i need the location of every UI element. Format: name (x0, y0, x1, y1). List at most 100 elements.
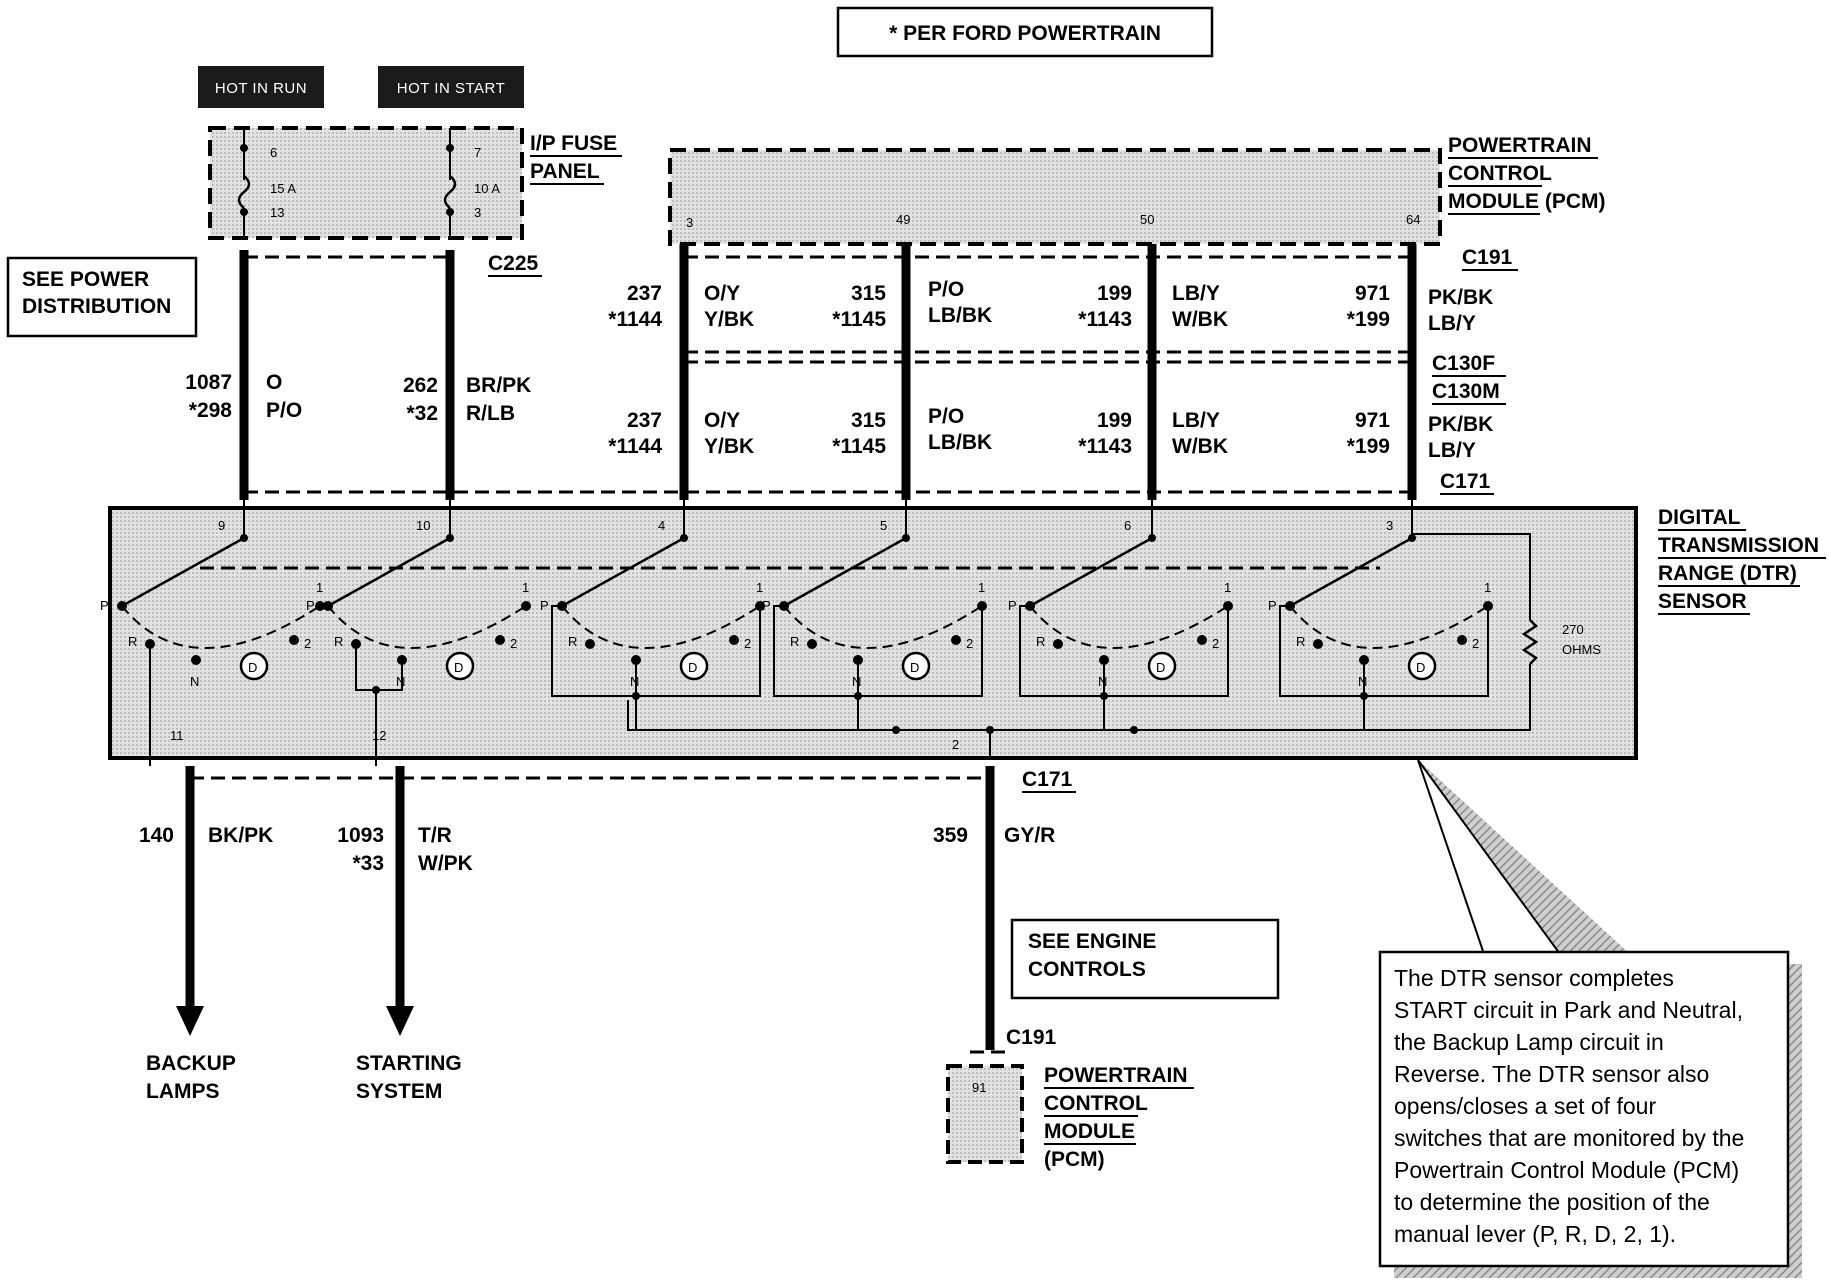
drive-contact (445, 651, 475, 681)
svg-text:O/Y: O/Y (704, 409, 740, 432)
bottom-wire-1093: 1093 *33 T/R W/PK STARTING SYSTEM (337, 766, 473, 1103)
dtr-sensor-box (108, 506, 1638, 760)
svg-text:237: 237 (627, 409, 662, 432)
svg-text:CONTROLS: CONTROLS (1028, 958, 1146, 981)
position-label: 1 (756, 580, 763, 595)
svg-text:*1145: *1145 (832, 435, 886, 458)
hot-in-run-tag: HOT IN RUN (198, 66, 324, 108)
switch-contact (315, 601, 325, 611)
pcm-top-title-3: MODULE (PCM) (1448, 190, 1606, 213)
svg-text:140: 140 (139, 824, 174, 847)
switch-arm (121, 536, 245, 608)
note-line-7: Powertrain Control Module (PCM) (1394, 1157, 1739, 1183)
dtr-title-3: RANGE (DTR) (1658, 562, 1797, 585)
position-label: P (540, 598, 549, 613)
fuse-wire-262: 262 *32 BR/PK R/LB (403, 250, 531, 500)
position-label: N (630, 674, 639, 689)
svg-text:237: 237 (627, 282, 662, 305)
position-label: 1 (978, 580, 985, 595)
fuse-panel-title-1: I/P FUSE (530, 132, 617, 155)
position-label: N (1098, 674, 1107, 689)
switch-contact (1457, 635, 1467, 645)
dtr-pin-6: 6 (1124, 518, 1131, 533)
position-label: R (1296, 634, 1305, 649)
hot-in-start-tag: HOT IN START (378, 66, 524, 108)
svg-text:W/BK: W/BK (1172, 308, 1228, 331)
svg-text:HOT IN RUN: HOT IN RUN (215, 80, 307, 97)
position-label: P (1268, 598, 1277, 613)
pcm-top-title-2: CONTROL (1448, 162, 1552, 185)
svg-text:W/PK: W/PK (418, 852, 473, 875)
svg-text:13: 13 (270, 205, 284, 220)
svg-text:7: 7 (474, 145, 481, 160)
svg-text:*199: *199 (1347, 435, 1390, 458)
svg-text:6: 6 (270, 145, 277, 160)
svg-text:*1143: *1143 (1078, 435, 1132, 458)
drive-contact (1407, 651, 1437, 681)
svg-text:*1145: *1145 (832, 308, 886, 331)
svg-text:3: 3 (686, 215, 693, 230)
position-label: R (334, 634, 343, 649)
pcm-wire-labels-lower: 237 *1144 O/Y Y/BK 315 *1145 P/O LB/BK 1… (608, 405, 1493, 462)
note-line-4: Reverse. The DTR sensor also (1394, 1061, 1709, 1087)
position-label: D (688, 660, 697, 675)
dtr-title-2: TRANSMISSION (1658, 534, 1819, 557)
powertrain-note: * PER FORD POWERTRAIN (889, 22, 1161, 45)
position-label: 1 (316, 580, 323, 595)
pcm-bottom-title-1: POWERTRAIN (1044, 1064, 1188, 1087)
svg-text:SEE POWER: SEE POWER (22, 268, 149, 291)
position-label: D (1416, 660, 1425, 675)
dtr-pin-11: 11 (170, 728, 184, 743)
drive-contact (1147, 651, 1177, 681)
see-engine-controls-box: SEE ENGINE CONTROLS (1010, 918, 1280, 1000)
svg-text:PK/BK: PK/BK (1428, 286, 1493, 309)
switch-contact (1053, 639, 1063, 649)
position-label: R (1036, 634, 1045, 649)
see-power-distribution-box: SEE POWER DISTRIBUTION (6, 256, 198, 338)
dtr-pin-12: 12 (372, 728, 386, 743)
svg-text:SEE ENGINE: SEE ENGINE (1028, 930, 1156, 953)
pcm-top-title-1: POWERTRAIN (1448, 134, 1592, 157)
switch-contact (521, 601, 531, 611)
switch-arm (561, 536, 685, 608)
svg-text:*199: *199 (1347, 308, 1390, 331)
svg-text:Y/BK: Y/BK (704, 308, 754, 331)
svg-text:359: 359 (933, 824, 968, 847)
switch-arm (783, 536, 907, 608)
pcm-top-module: 3 49 50 64 (668, 148, 1442, 246)
svg-text:GY/R: GY/R (1004, 824, 1055, 847)
svg-text:50: 50 (1140, 212, 1154, 227)
svg-text:P/O: P/O (928, 278, 964, 301)
position-label: R (790, 634, 799, 649)
drive-contact (239, 651, 269, 681)
note-line-1: The DTR sensor completes (1394, 965, 1674, 991)
svg-text:10 A: 10 A (474, 181, 500, 196)
note-line-5: opens/closes a set of four (1394, 1093, 1656, 1119)
switch-contact (1313, 639, 1323, 649)
note-line-8: to determine the position of the (1394, 1189, 1710, 1215)
svg-text:262: 262 (403, 374, 438, 397)
c171-top-label: C171 (1440, 470, 1491, 493)
position-label: D (1156, 660, 1165, 675)
powertrain-note-box: * PER FORD POWERTRAIN (836, 6, 1214, 58)
svg-text:W/BK: W/BK (1172, 435, 1228, 458)
svg-text:*33: *33 (352, 852, 384, 875)
position-label: N (396, 674, 405, 689)
c191-bottom-label: C191 (1006, 1026, 1057, 1049)
svg-text:315: 315 (851, 409, 886, 432)
svg-text:OHMS: OHMS (1562, 642, 1601, 657)
svg-text:270: 270 (1562, 622, 1584, 637)
position-label: 2 (1212, 636, 1219, 651)
svg-text:1093: 1093 (337, 824, 384, 847)
note-line-3: the Backup Lamp circuit in (1394, 1029, 1664, 1055)
svg-text:P/O: P/O (266, 399, 302, 422)
position-label: P (762, 598, 771, 613)
svg-text:*32: *32 (406, 402, 438, 425)
